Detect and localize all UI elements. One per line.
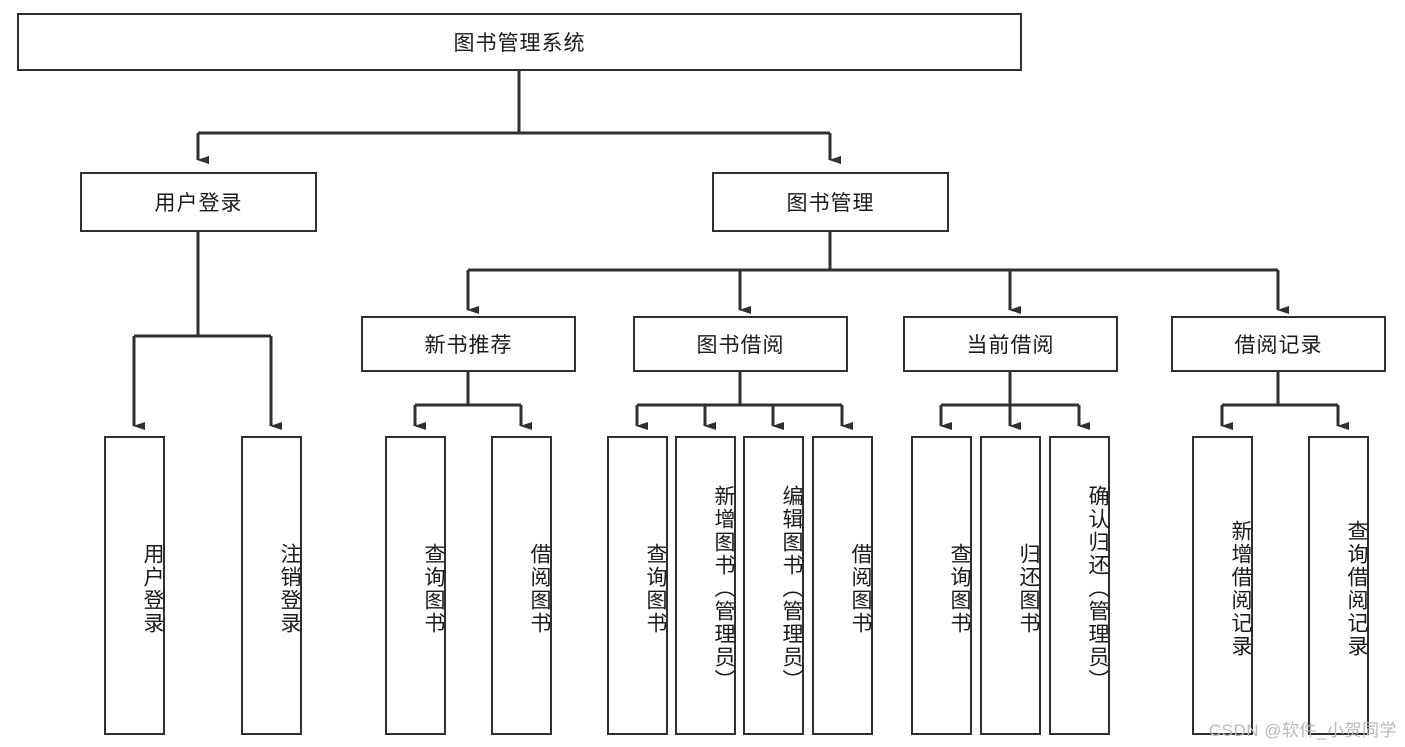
node-current-borrow[interactable]: 当前借阅 bbox=[903, 316, 1118, 372]
leaf-new-book-borrow[interactable]: 借阅图书 bbox=[491, 436, 552, 735]
node-label: 查询图书 bbox=[948, 542, 971, 635]
leaf-borrow-record-add[interactable]: 新增借阅记录 bbox=[1192, 436, 1253, 735]
node-book-management[interactable]: 图书管理 bbox=[712, 172, 949, 232]
node-label: 查询图书 bbox=[644, 542, 667, 635]
node-label: 确认归还（管理员） bbox=[1086, 485, 1109, 692]
leaf-current-borrow-confirm-admin[interactable]: 确认归还（管理员） bbox=[1049, 436, 1110, 735]
leaf-current-borrow-return[interactable]: 归还图书 bbox=[980, 436, 1041, 735]
node-label: 新增图书（管理员） bbox=[712, 485, 735, 692]
node-user-login[interactable]: 用户登录 bbox=[80, 172, 317, 232]
node-borrow-record[interactable]: 借阅记录 bbox=[1171, 316, 1386, 372]
node-book-borrow[interactable]: 图书借阅 bbox=[633, 316, 848, 372]
node-label: 查询借阅记录 bbox=[1345, 519, 1368, 658]
node-label: 查询图书 bbox=[422, 542, 445, 635]
node-label: 新增借阅记录 bbox=[1229, 519, 1252, 658]
leaf-user-login-login[interactable]: 用户登录 bbox=[104, 436, 165, 735]
node-label: 用户登录 bbox=[141, 542, 164, 635]
leaf-user-login-logout[interactable]: 注销登录 bbox=[241, 436, 302, 735]
node-label: 编辑图书（管理员） bbox=[780, 485, 803, 692]
node-label: 图书借阅 bbox=[696, 334, 785, 357]
node-label: 图书管理系统 bbox=[453, 32, 586, 55]
node-root-book-management-system[interactable]: 图书管理系统 bbox=[17, 13, 1022, 71]
node-label: 归还图书 bbox=[1017, 542, 1040, 635]
node-new-book-recommend[interactable]: 新书推荐 bbox=[361, 316, 576, 372]
node-label: 借阅记录 bbox=[1234, 334, 1323, 357]
leaf-new-book-query[interactable]: 查询图书 bbox=[385, 436, 446, 735]
leaf-book-borrow-add-admin[interactable]: 新增图书（管理员） bbox=[675, 436, 736, 735]
leaf-current-borrow-query[interactable]: 查询图书 bbox=[911, 436, 972, 735]
node-label: 借阅图书 bbox=[849, 542, 872, 635]
leaf-borrow-record-query[interactable]: 查询借阅记录 bbox=[1308, 436, 1369, 735]
leaf-book-borrow-query[interactable]: 查询图书 bbox=[607, 436, 668, 735]
node-label: 当前借阅 bbox=[966, 334, 1055, 357]
node-label: 新书推荐 bbox=[424, 334, 513, 357]
node-label: 注销登录 bbox=[278, 542, 301, 635]
node-label: 用户登录 bbox=[154, 192, 243, 215]
leaf-book-borrow-edit-admin[interactable]: 编辑图书（管理员） bbox=[743, 436, 804, 735]
node-label: 借阅图书 bbox=[528, 542, 551, 635]
leaf-book-borrow-borrow[interactable]: 借阅图书 bbox=[812, 436, 873, 735]
node-label: 图书管理 bbox=[786, 192, 875, 215]
